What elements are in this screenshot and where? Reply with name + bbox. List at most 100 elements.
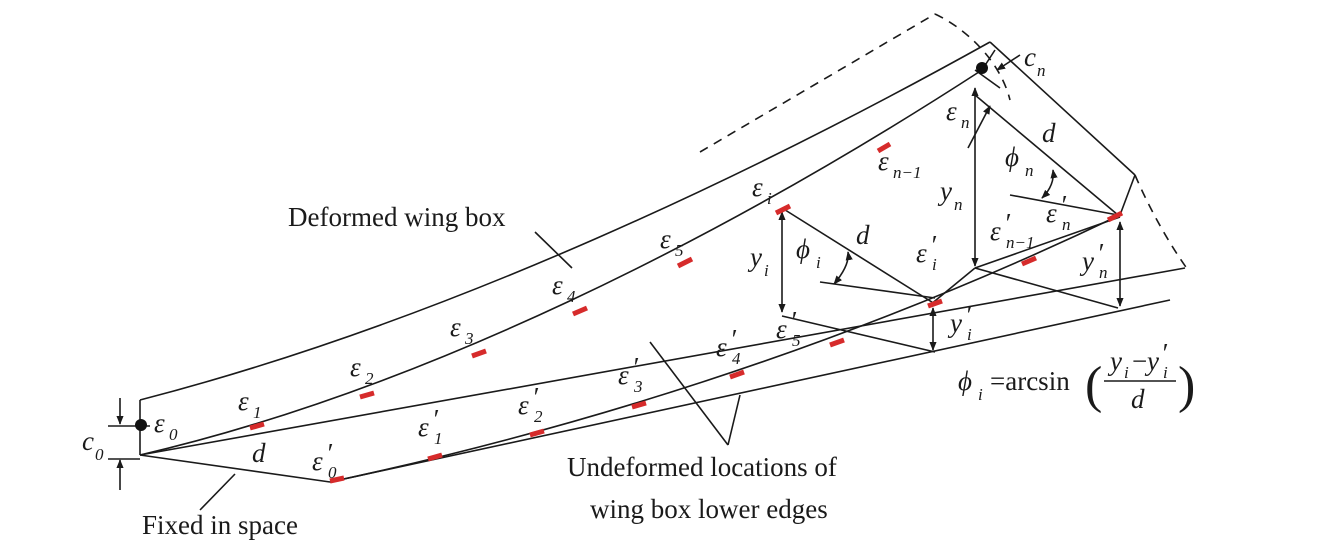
cn-arrow-1 bbox=[996, 54, 1021, 71]
strain-gauge-eps-4 bbox=[572, 305, 588, 317]
svg-text:n: n bbox=[1062, 215, 1071, 234]
leader-fixed bbox=[199, 473, 236, 511]
svg-text:2: 2 bbox=[365, 369, 374, 388]
svg-text:ε: ε bbox=[660, 224, 671, 254]
sym-eps-prime-4: ε ′ 4 bbox=[716, 324, 741, 368]
label-undeformed-line-1: Undeformed locations of bbox=[567, 452, 837, 482]
strain-gauge-eps-prime-1 bbox=[427, 452, 443, 462]
svg-text:ε: ε bbox=[716, 332, 727, 362]
deformed-lower-edge-rear bbox=[329, 214, 1121, 483]
sym-eps-prime-1: ε ′ 1 bbox=[418, 404, 443, 448]
sym-y-i: y i bbox=[747, 242, 769, 280]
formula-denominator: d bbox=[1131, 384, 1145, 414]
leader-deformed bbox=[534, 231, 573, 269]
svg-text:n−1: n−1 bbox=[893, 163, 921, 182]
svg-text:ε: ε bbox=[238, 386, 249, 416]
svg-text:n: n bbox=[1025, 161, 1034, 180]
svg-text:ε: ε bbox=[154, 408, 165, 438]
svg-text:ε: ε bbox=[518, 390, 529, 420]
sym-eps-prime-3: ε ′ 3 bbox=[618, 352, 643, 396]
wing-outline-dashed-1 bbox=[699, 13, 936, 153]
svg-text:4: 4 bbox=[567, 287, 576, 306]
svg-text:′: ′ bbox=[965, 300, 972, 330]
svg-text:n: n bbox=[954, 195, 963, 214]
svg-text:′: ′ bbox=[730, 324, 737, 354]
sym-eps-n: ε n bbox=[946, 96, 970, 132]
sym-y-prime-n: y ′ n bbox=[1079, 238, 1108, 282]
svg-text:′: ′ bbox=[432, 404, 439, 434]
rib-i bbox=[781, 207, 936, 305]
label-deformed-wing-box: Deformed wing box bbox=[288, 202, 506, 232]
deformed-lower-edge-front bbox=[139, 69, 983, 456]
svg-text:n: n bbox=[1099, 263, 1108, 282]
rib-i-reference bbox=[819, 281, 936, 299]
svg-text:n: n bbox=[961, 113, 970, 132]
sym-y-prime-i: y ′ i bbox=[947, 300, 972, 344]
svg-text:y: y bbox=[937, 176, 952, 206]
sym-eps-prime-n: ε ′ n bbox=[1046, 190, 1071, 234]
sym-eps-i: ε i bbox=[752, 172, 772, 208]
svg-text:ε: ε bbox=[946, 96, 957, 126]
svg-text:ϕ: ϕ bbox=[958, 366, 972, 396]
undeformed-lower-edge-2 bbox=[329, 299, 1171, 483]
rib-n-cross bbox=[974, 216, 1121, 269]
svg-text:ε: ε bbox=[752, 172, 763, 202]
rib-n bbox=[974, 94, 1119, 216]
undeformed-lower-edge-1 bbox=[139, 267, 1186, 456]
strain-gauge-eps-prime-0 bbox=[329, 475, 345, 484]
strain-gauge-eps-prime-n bbox=[1106, 210, 1124, 223]
svg-text:i: i bbox=[764, 261, 769, 280]
strain-gauge-eps-prime-3 bbox=[631, 400, 647, 410]
label-undeformed-line-2: wing box lower edges bbox=[590, 494, 828, 524]
svg-text:′: ′ bbox=[1097, 238, 1104, 268]
svg-text:ε: ε bbox=[1046, 198, 1057, 228]
svg-text:1: 1 bbox=[434, 429, 443, 448]
svg-text:ε: ε bbox=[990, 216, 1001, 246]
sym-eps-prime-5: ε ′ 5 bbox=[776, 306, 801, 350]
strain-gauge-eps-5 bbox=[676, 256, 694, 269]
label-fixed-in-space: Fixed in space bbox=[142, 510, 298, 540]
sym-c-0: c 0 bbox=[82, 426, 104, 464]
wing-outline-dashed-2 bbox=[934, 13, 1011, 101]
svg-text:(: ( bbox=[1085, 357, 1102, 414]
svg-text:4: 4 bbox=[732, 349, 741, 368]
phi-formula: ϕ i =arcsin ( y i − y ′ i d ) bbox=[958, 338, 1195, 414]
fixed-rib-segment bbox=[139, 454, 331, 483]
svg-text:′: ′ bbox=[1161, 338, 1168, 368]
svg-text:i: i bbox=[967, 325, 972, 344]
sym-d-i: d bbox=[856, 220, 870, 250]
strain-gauge-eps-2 bbox=[359, 390, 375, 400]
sym-d-root: d bbox=[252, 438, 266, 468]
deformed-upper-edge bbox=[139, 41, 991, 401]
svg-text:ϕ: ϕ bbox=[796, 234, 810, 264]
svg-text:n−1: n−1 bbox=[1006, 233, 1034, 252]
svg-text:5: 5 bbox=[792, 331, 801, 350]
strain-gauge-eps-prime-2 bbox=[529, 428, 545, 438]
svg-text:′: ′ bbox=[1060, 190, 1067, 220]
svg-text:0: 0 bbox=[328, 463, 337, 482]
svg-text:ε: ε bbox=[312, 446, 323, 476]
svg-text:n: n bbox=[1037, 61, 1046, 80]
phi-n-arc bbox=[1041, 169, 1058, 199]
svg-text:ε: ε bbox=[618, 360, 629, 390]
strain-gauge-eps-1 bbox=[249, 421, 265, 431]
svg-text:ε: ε bbox=[878, 146, 889, 176]
svg-text:c: c bbox=[82, 426, 94, 456]
sym-eps-3: ε 3 bbox=[450, 312, 474, 348]
svg-text:ε: ε bbox=[418, 412, 429, 442]
svg-text:3: 3 bbox=[633, 377, 643, 396]
strain-gauge-eps-prime-4 bbox=[729, 369, 745, 380]
tip-outer-edge bbox=[989, 41, 1136, 176]
svg-text:y: y bbox=[1079, 246, 1094, 276]
sym-eps-prime-n-1: ε ′ n−1 bbox=[990, 208, 1034, 252]
svg-text:′: ′ bbox=[532, 382, 539, 412]
svg-text:ε: ε bbox=[450, 312, 461, 342]
svg-text:i: i bbox=[816, 253, 821, 272]
svg-text:i: i bbox=[932, 255, 937, 274]
svg-text:1: 1 bbox=[253, 403, 262, 422]
sym-eps-4: ε 4 bbox=[552, 270, 576, 306]
svg-text:ε: ε bbox=[916, 238, 927, 268]
svg-text:−: − bbox=[1132, 346, 1147, 376]
svg-text:ε: ε bbox=[776, 314, 787, 344]
sym-eps-prime-2: ε ′ 2 bbox=[518, 382, 543, 426]
